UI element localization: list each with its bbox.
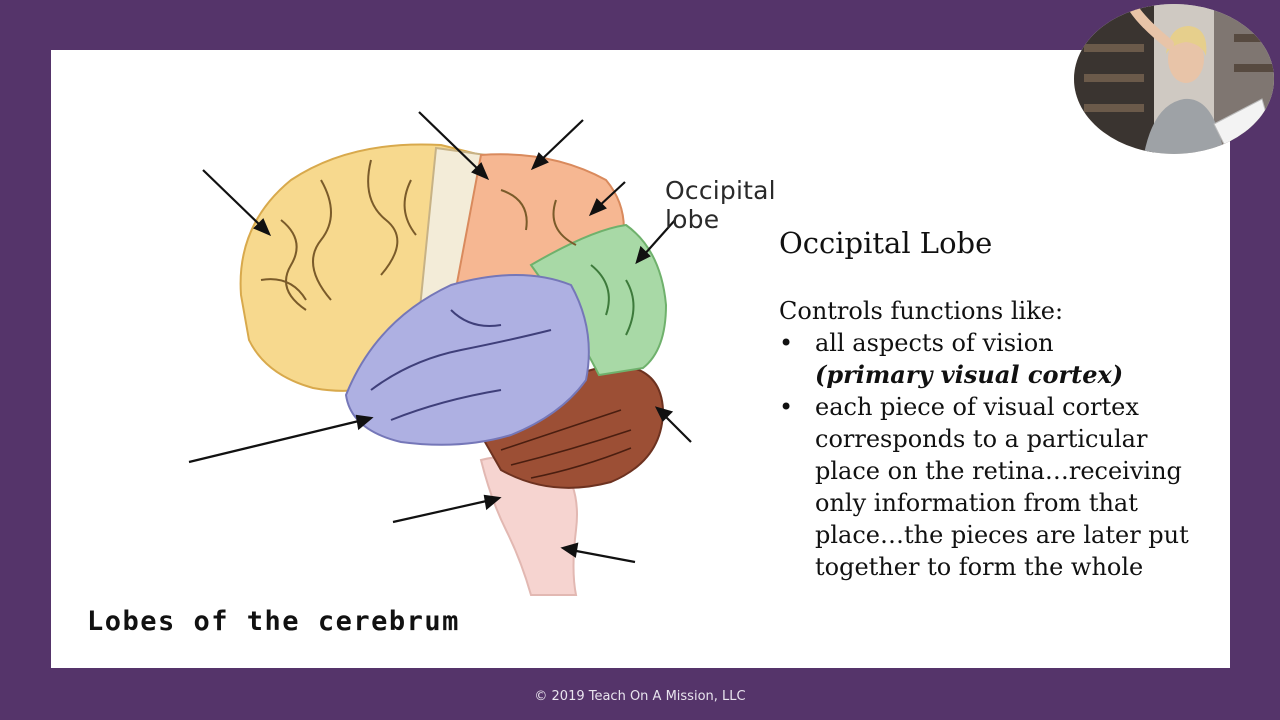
slide-heading: Occipital Lobe (779, 226, 993, 260)
presentation-slide: Occipital lobe Lobes of the cerebrum Occ… (51, 50, 1230, 668)
copyright-footer: © 2019 Teach On A Mission, LLC (534, 689, 746, 704)
brain-folds (260, 159, 577, 311)
occipital-lobe-label: Occipital lobe (665, 176, 776, 234)
bullet-item: • all aspects of vision (primary visual … (779, 327, 1219, 391)
bullet-text: all aspects of vision (815, 328, 1054, 357)
text-panel: Occipital Lobe Controls functions like: … (779, 226, 1219, 583)
presenter-webcam (1074, 4, 1274, 154)
bullet-list: • all aspects of vision (primary visual … (779, 327, 1219, 583)
bullet-emphasis: (primary visual cortex) (815, 359, 1124, 389)
bullet-text: each piece of visual cortex corresponds … (815, 392, 1189, 581)
diagram-caption: Lobes of the cerebrum (87, 606, 460, 637)
bullet-item: • each piece of visual cortex correspond… (779, 391, 1219, 583)
pointer-arrows (188, 111, 692, 564)
intro-text: Controls functions like: (779, 296, 1064, 325)
bullet-dot: • (779, 392, 794, 421)
brain-illustration (188, 111, 692, 596)
temporal-lobe (344, 274, 590, 446)
brain-diagram: Occipital lobe Lobes of the cerebrum (51, 50, 776, 668)
bullet-dot: • (779, 328, 794, 357)
